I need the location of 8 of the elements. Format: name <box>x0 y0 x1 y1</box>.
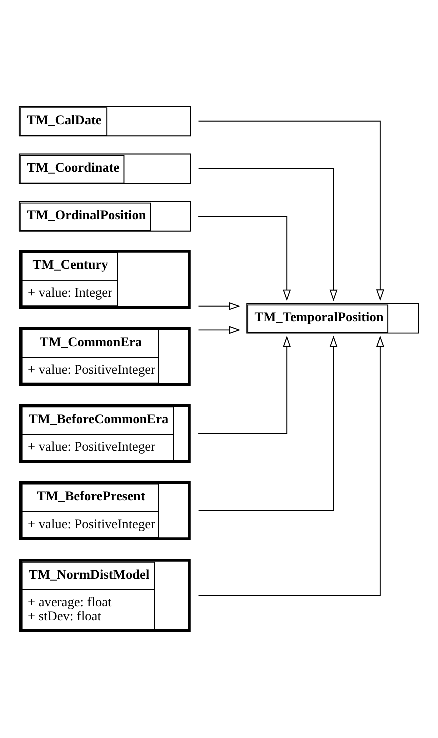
arrow <box>198 216 292 301</box>
arrow <box>198 335 338 511</box>
arrow <box>198 326 241 334</box>
arrow <box>198 120 384 301</box>
arrow <box>198 335 384 596</box>
arrow <box>198 302 241 310</box>
arrow <box>198 168 338 301</box>
arrow <box>198 335 292 434</box>
